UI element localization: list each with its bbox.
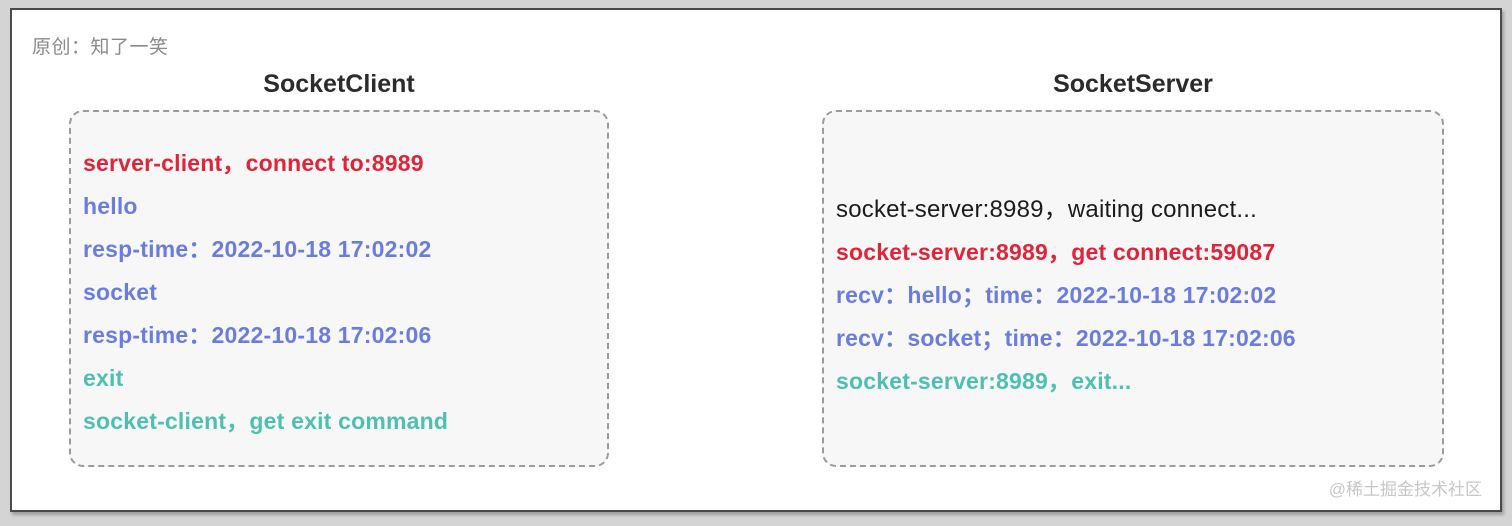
content-card: 原创：知了一笑 SocketClient server-client，conne… bbox=[10, 8, 1502, 512]
author-byline: 原创：知了一笑 bbox=[32, 37, 169, 58]
log-line-socketserver: recv：socket；time：2022-10-18 17:02:06 bbox=[836, 325, 1296, 351]
log-panel-socketclient: server-client，connect to:8989 hello resp-t… bbox=[69, 110, 609, 467]
log-line-socketserver: socket-server:8989，waiting connect... bbox=[836, 196, 1257, 223]
log-line-socketserver: recv：hello；time：2022-10-18 17:02:02 bbox=[836, 282, 1277, 308]
log-line-socketclient: exit bbox=[83, 365, 124, 391]
column-title-socketclient: SocketClient bbox=[263, 70, 415, 98]
log-line-socketserver: socket-server:8989，exit... bbox=[836, 368, 1132, 394]
log-line-socketclient: socket bbox=[83, 279, 158, 305]
log-line-socketclient: server-client，connect to:8989 bbox=[83, 150, 424, 176]
log-line-socketclient: resp-time：2022-10-18 17:02:02 bbox=[83, 236, 432, 262]
log-line-socketserver: socket-server:8989，get connect:59087 bbox=[836, 239, 1276, 265]
site-watermark: @稀土掘金技术社区 bbox=[1328, 480, 1482, 499]
log-panel-socketserver: socket-server:8989，waiting connect... soc… bbox=[822, 110, 1444, 467]
log-line-socketclient: resp-time：2022-10-18 17:02:06 bbox=[83, 322, 432, 348]
column-title-socketserver: SocketServer bbox=[1053, 70, 1213, 98]
log-line-socketclient: hello bbox=[83, 193, 138, 219]
log-line-socketclient: socket-client，get exit command bbox=[83, 408, 449, 434]
